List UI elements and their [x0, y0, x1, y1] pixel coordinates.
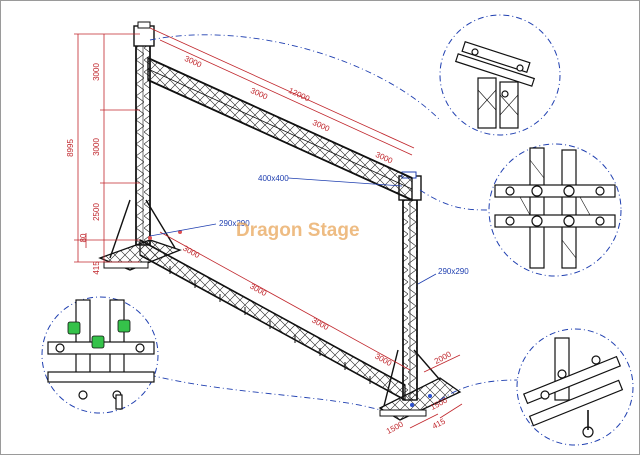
detail-base-corner [516, 328, 634, 446]
dim-bot-seg-4: 3000 [373, 352, 393, 369]
dim-span-total: 12000 [287, 86, 311, 104]
top-truss-beam [147, 56, 413, 202]
right-base [378, 349, 462, 421]
ground-truss-beam [139, 238, 406, 402]
left-tower [133, 21, 155, 246]
base-dimensions [409, 354, 463, 429]
callout-leader-bottom-right [439, 379, 526, 401]
dim-base-415: 415 [431, 416, 447, 430]
dim-bot-seg-2: 3000 [248, 282, 268, 299]
detail-top-head [439, 14, 561, 136]
dim-height-low: 2500 [92, 203, 101, 221]
span-dimensions [149, 27, 415, 156]
label-truss-right: 290x290 [438, 267, 469, 276]
ground-dimensions [159, 231, 411, 371]
dim-base-w1: 1500 [385, 419, 405, 436]
detail-corner-junction [488, 143, 622, 277]
detail-base-clamps [41, 296, 159, 414]
dim-bot-seg-3: 3000 [310, 316, 330, 333]
label-truss-left: 290x290 [219, 219, 250, 228]
dim-height-top: 3000 [92, 63, 101, 81]
label-truss-top: 400x400 [258, 174, 289, 183]
spec-leaders [149, 177, 437, 285]
dim-top-seg-3: 3000 [311, 118, 331, 134]
callout-leader-bottom-left [149, 374, 381, 411]
dim-height-mid: 3000 [92, 138, 101, 156]
dim-height-80: 80 [79, 233, 88, 242]
green-clamp-markers [67, 319, 131, 349]
height-dimensions [74, 33, 140, 263]
callout-leader-mid-right [419, 189, 491, 211]
callout-leader-top-right [149, 34, 441, 121]
dim-base-depth: 2000 [433, 349, 453, 366]
main-truss-structure [98, 21, 462, 421]
watermark-text: Dragon Stage [236, 220, 360, 241]
dim-height-base: 415 [92, 261, 101, 275]
dim-top-seg-1: 3000 [183, 54, 203, 70]
dim-total-height: 8995 [66, 139, 75, 157]
dim-bot-seg-1: 3000 [181, 244, 201, 261]
